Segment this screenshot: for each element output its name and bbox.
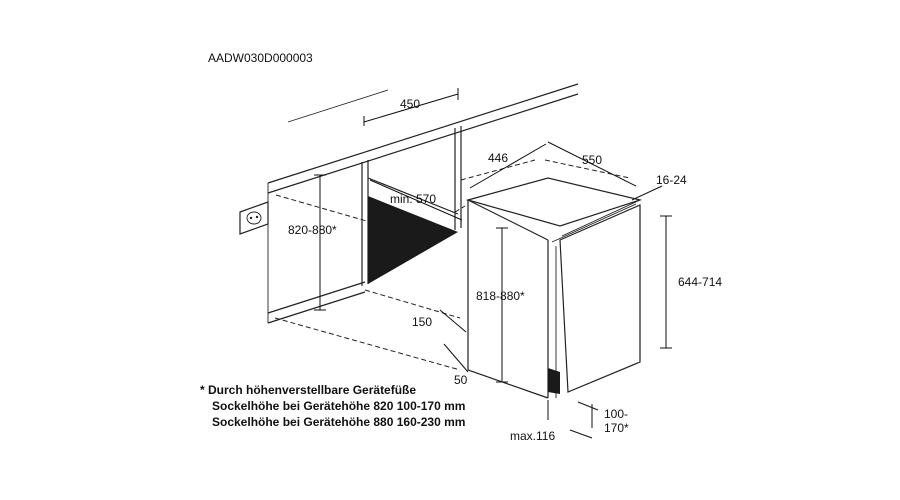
note-asterisk: * Durch höhenverstellbare Gerätefüße [200, 383, 416, 397]
note-plinth-820: Sockelhöhe bei Gerätehöhe 820 100-170 mm [212, 399, 465, 413]
niche-width-label: 450 [400, 97, 420, 111]
appliance-width-label: 446 [488, 151, 508, 165]
appliance-depth-label: 550 [582, 153, 602, 167]
plinth-gap-label: 50 [454, 373, 468, 387]
depth-guides [274, 159, 631, 371]
dishwasher [465, 177, 643, 399]
reference-code: AADW030D000003 [208, 51, 313, 65]
socket-icon [239, 201, 269, 235]
door-height-label: 644-714 [678, 275, 722, 289]
min-depth-label: min. 570 [390, 192, 436, 206]
dimension-lines [314, 88, 672, 439]
door-thickness-label: 16-24 [656, 173, 687, 187]
plinth-height-label: 100-170* [604, 407, 629, 435]
appliance-height-label: 818-880* [476, 289, 525, 303]
plinth-height-line: 100- [604, 407, 628, 421]
max-plinth-depth-label: max.116 [510, 429, 555, 443]
worktop [267, 83, 579, 194]
plinth-offset-label: 150 [412, 315, 432, 329]
note-plinth-880: Sockelhöhe bei Gerätehöhe 880 160-230 mm [212, 415, 465, 429]
plinth-height-line: 170* [604, 421, 629, 435]
niche-opening [368, 196, 458, 284]
niche-height-label: 820-880* [288, 223, 337, 237]
